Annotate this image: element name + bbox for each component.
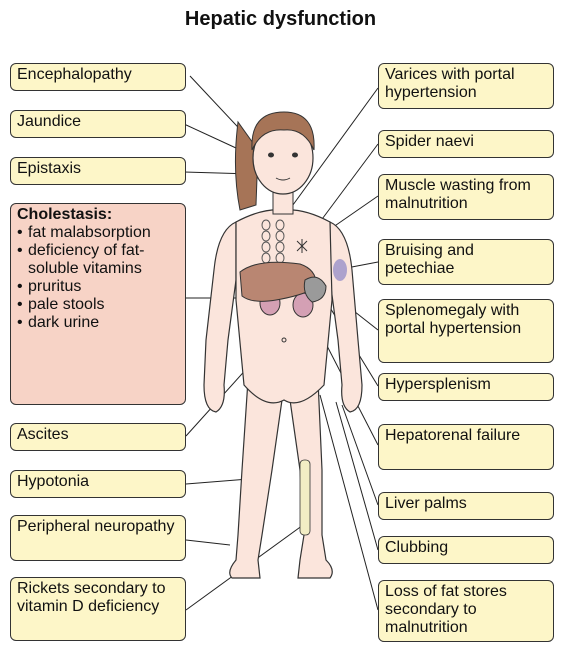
cholestasis-item: pale stools bbox=[17, 296, 179, 314]
label-encephalopathy: Encephalopathy bbox=[10, 63, 186, 91]
bruise bbox=[333, 259, 347, 281]
label-splenomegaly: Splenomegaly with portal hypertension bbox=[378, 299, 554, 363]
label-jaundice: Jaundice bbox=[10, 110, 186, 138]
label-splenomegaly-text: Splenomegaly with portal hypertension bbox=[385, 302, 521, 337]
left-leg bbox=[230, 380, 282, 578]
cholestasis-item: dark urine bbox=[17, 314, 179, 332]
label-bruising-text: Bruising and petechiae bbox=[385, 242, 474, 277]
right-arm bbox=[330, 222, 362, 412]
label-ascites-text: Ascites bbox=[17, 426, 69, 443]
label-encephalopathy-text: Encephalopathy bbox=[17, 66, 132, 83]
label-peripheral-neuropathy: Peripheral neuropathy bbox=[10, 515, 186, 561]
label-hypotonia-text: Hypotonia bbox=[17, 473, 89, 490]
label-muscle-wasting: Muscle wasting from malnutrition bbox=[378, 174, 554, 220]
label-liver-palms: Liver palms bbox=[378, 492, 554, 520]
torso bbox=[236, 210, 332, 403]
label-loss-fat: Loss of fat stores secondary to malnutri… bbox=[378, 580, 554, 642]
label-hypersplenism-text: Hypersplenism bbox=[385, 376, 491, 393]
label-hepatorenal: Hepatorenal failure bbox=[378, 424, 554, 470]
label-loss-fat-text: Loss of fat stores secondary to malnutri… bbox=[385, 583, 507, 636]
right-leg bbox=[290, 380, 332, 578]
cholestasis-item: fat malabsorption bbox=[17, 224, 179, 242]
cholestasis-item: deficiency of fat-soluble vitamins bbox=[17, 242, 179, 278]
label-peripheral-neuropathy-text: Peripheral neuropathy bbox=[17, 518, 174, 535]
label-jaundice-text: Jaundice bbox=[17, 113, 81, 130]
label-spider-naevi-text: Spider naevi bbox=[385, 133, 474, 150]
label-hepatorenal-text: Hepatorenal failure bbox=[385, 427, 520, 444]
label-rickets-text: Rickets secondary to vitamin D deficienc… bbox=[17, 580, 166, 615]
label-bruising: Bruising and petechiae bbox=[378, 239, 554, 285]
cholestasis-heading: Cholestasis: bbox=[17, 206, 179, 224]
left-arm bbox=[204, 222, 236, 412]
label-hypersplenism: Hypersplenism bbox=[378, 373, 554, 401]
label-ascites: Ascites bbox=[10, 423, 186, 451]
cholestasis-item: pruritus bbox=[17, 278, 179, 296]
label-muscle-wasting-text: Muscle wasting from malnutrition bbox=[385, 177, 531, 212]
label-clubbing: Clubbing bbox=[378, 536, 554, 564]
label-clubbing-text: Clubbing bbox=[385, 539, 448, 556]
label-varices: Varices with portal hypertension bbox=[378, 63, 554, 109]
label-epistaxis: Epistaxis bbox=[10, 157, 186, 185]
label-varices-text: Varices with portal hypertension bbox=[385, 66, 515, 101]
label-liver-palms-text: Liver palms bbox=[385, 495, 467, 512]
label-rickets: Rickets secondary to vitamin D deficienc… bbox=[10, 577, 186, 641]
cholestasis-list: fat malabsorption deficiency of fat-solu… bbox=[17, 224, 179, 332]
label-hypotonia: Hypotonia bbox=[10, 470, 186, 498]
label-spider-naevi: Spider naevi bbox=[378, 130, 554, 158]
cholestasis-box: Cholestasis: fat malabsorption deficienc… bbox=[10, 203, 186, 405]
tibia-bone bbox=[300, 460, 310, 535]
label-epistaxis-text: Epistaxis bbox=[17, 160, 81, 177]
